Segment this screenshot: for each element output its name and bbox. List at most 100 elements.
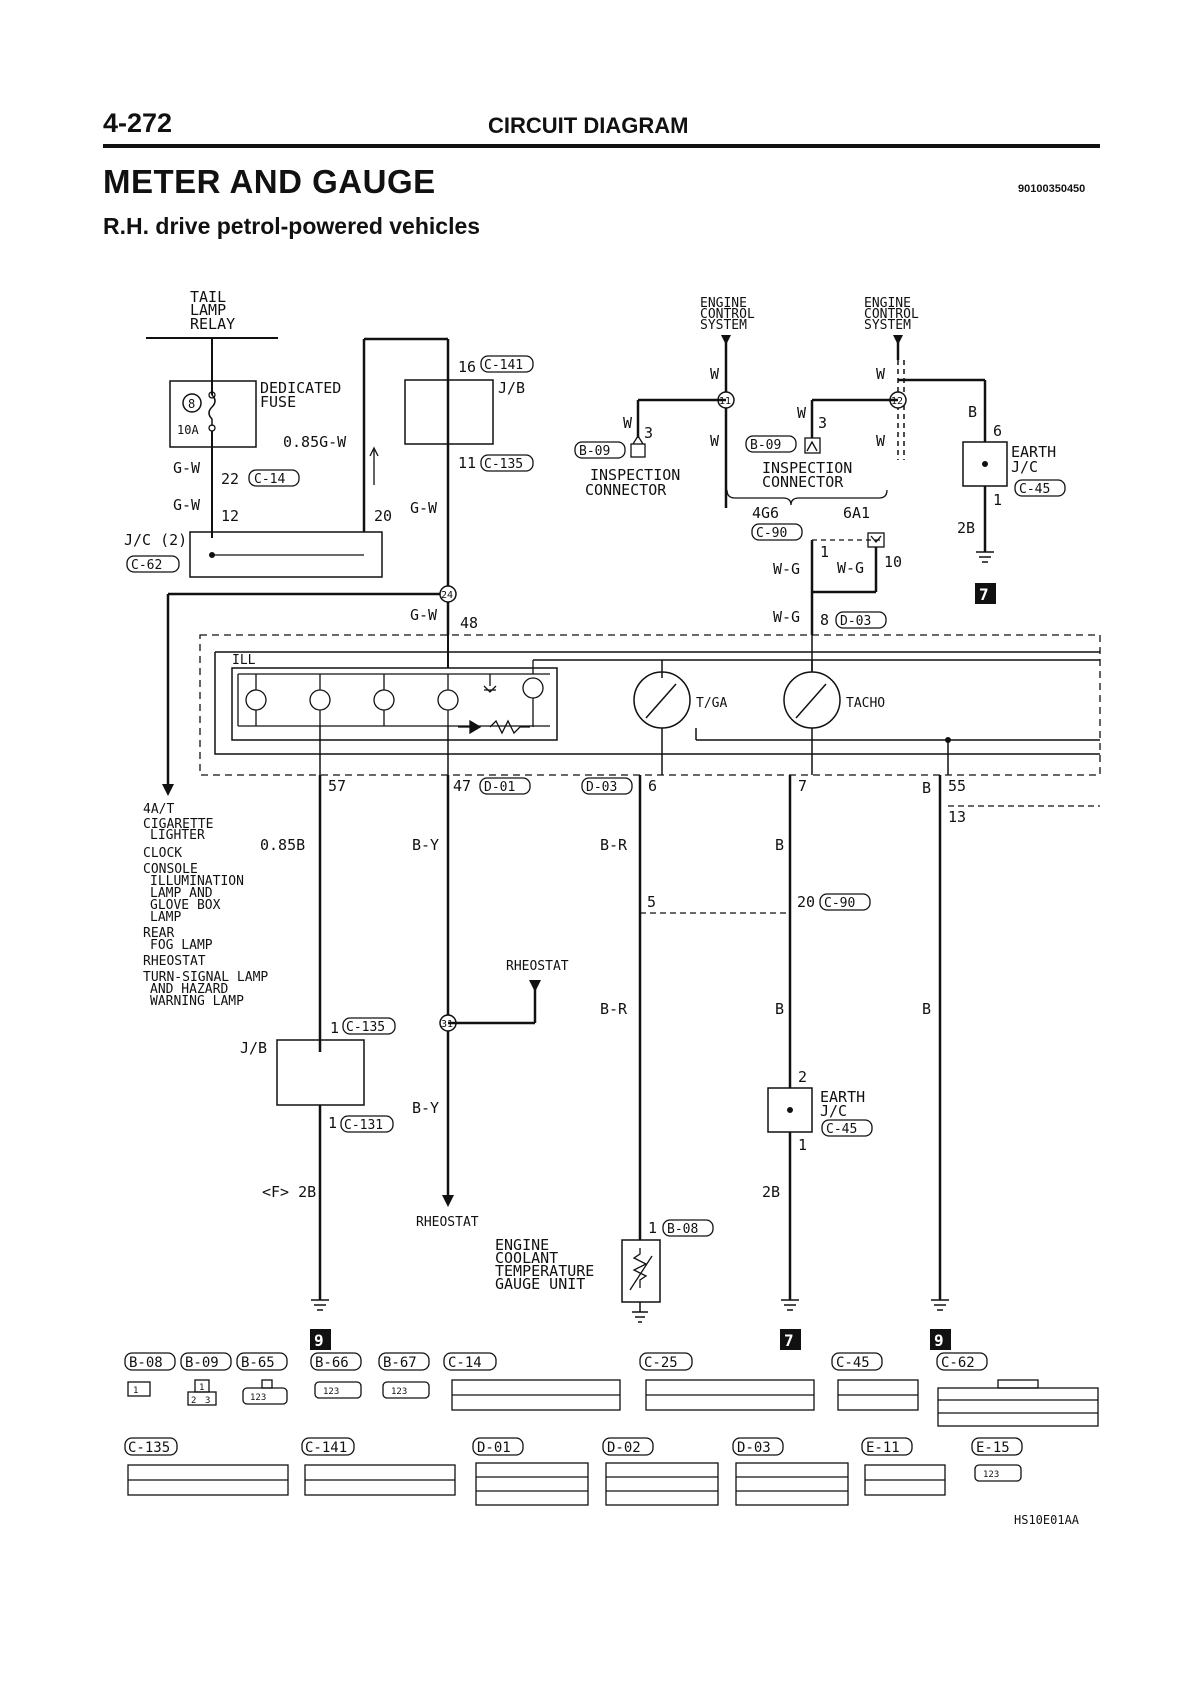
diagram-label: TEMPERATURE: [495, 1262, 594, 1280]
diagram-label: B-09: [185, 1355, 219, 1371]
label-jc2: J/C (2): [124, 531, 187, 549]
diagram-label: CIGARETTE: [143, 817, 213, 832]
label-jb-upper: J/B: [498, 379, 525, 397]
diagram-label: W-G: [773, 560, 800, 578]
diagram-label: CONTROL: [700, 307, 755, 322]
diagram-label: RHEOSTAT: [143, 954, 206, 969]
pin-20: 20: [374, 507, 392, 525]
diagram-label: INSPECTION: [762, 459, 852, 477]
label-dedicated-fuse-2: FUSE: [260, 393, 296, 411]
label-tail-lamp-relay-1: TAIL: [190, 288, 226, 306]
diagram-label: 2: [798, 1068, 807, 1086]
variant-6a1: 6A1: [843, 504, 870, 522]
diagram-label: E-11: [866, 1440, 900, 1456]
page-number: 4-272: [103, 108, 173, 138]
diagram-label: EARTH: [820, 1088, 865, 1106]
diagram-label: B-66: [315, 1355, 349, 1371]
diagram-label: ENGINE: [495, 1236, 549, 1254]
ground-symbol-upper: [976, 551, 994, 563]
diagram-label: D-03: [737, 1440, 771, 1456]
diagram-label: 20: [797, 893, 815, 911]
diagram-label: <F> 2B: [262, 1183, 316, 1201]
diagram-label: C-135: [128, 1440, 170, 1456]
connector-c90-lower: C-90: [824, 896, 855, 911]
diagram-label: ENGINE: [700, 296, 747, 311]
diagram-label: 1: [820, 543, 829, 561]
diagram-label: 123: [983, 1470, 999, 1480]
pin-48: 48: [460, 614, 478, 632]
diagram-label: GLOVE BOX: [150, 898, 221, 913]
diagram-label: WARNING LAMP: [150, 994, 244, 1009]
diagram-label: 31: [441, 1019, 453, 1030]
diagram-label: 12: [891, 396, 903, 407]
diagram-label: LAMP AND: [150, 886, 213, 901]
diagram-label: W: [876, 365, 886, 383]
diagram-label: ILLUMINATION: [150, 874, 244, 889]
connector-d03-upper: D-03: [840, 614, 871, 629]
diagram-label: CLOCK: [143, 846, 182, 861]
connector-legend-row1: B-08 B-09 B-65 B-66 B-67 C-14 C-25 C-45 …: [124, 1352, 988, 1371]
jc2-box: [189, 531, 383, 578]
diagram-label: ENGINE: [864, 296, 911, 311]
destinations-arrow: [162, 784, 174, 796]
diagram-label: C-14: [448, 1355, 482, 1371]
diagram-label: 5: [647, 893, 656, 911]
diagram-label: REAR: [143, 926, 174, 941]
diagram-label: FOG LAMP: [150, 938, 213, 953]
fuse-number: 8: [188, 397, 195, 411]
diagram-label: 57: [328, 777, 346, 795]
diagram-label: 1: [330, 1019, 339, 1037]
subtitle: R.H. drive petrol-powered vehicles: [103, 213, 481, 239]
diagram-label: B-R: [600, 836, 628, 854]
diagram-label: CONNECTOR: [585, 481, 667, 499]
fuse-element: [208, 394, 216, 426]
connector-c141: C-141: [484, 358, 523, 373]
diagram-label: LAMP: [150, 910, 181, 925]
diagram-label: B-R: [600, 1000, 628, 1018]
diagram-label: 1: [798, 1136, 807, 1154]
diagram-label: W-G: [773, 608, 800, 626]
label-tail-lamp-relay-3: RELAY: [190, 315, 235, 333]
wire-gw-fuse-1: G-W: [173, 459, 201, 477]
diagram-label: B: [775, 1000, 784, 1018]
pin-12: 12: [221, 507, 239, 525]
document-code: 90100350450: [1018, 183, 1086, 195]
diagram-label: W: [623, 414, 633, 432]
wire-08gw: 0.85G-W: [283, 433, 347, 451]
connector-b09-2: B-09: [750, 438, 781, 453]
label-tacho: TACHO: [846, 696, 885, 711]
connector-b08: B-08: [667, 1222, 698, 1237]
diagram-label: C-141: [305, 1440, 347, 1456]
diagram-label: 123: [323, 1387, 339, 1397]
diagram-label: 11: [719, 396, 731, 407]
section-title: CIRCUIT DIAGRAM: [488, 113, 689, 138]
fuse-rating: 10A: [177, 423, 199, 437]
diagram-label: 1: [133, 1386, 138, 1396]
label-tga: T/GA: [696, 696, 727, 711]
wire-085b: 0.85B: [260, 836, 305, 854]
ground-mark-upper: 7: [979, 585, 989, 604]
connector-c14: C-14: [254, 472, 285, 487]
connector-c62: C-62: [131, 558, 162, 573]
diagram-label: B-Y: [412, 1099, 439, 1117]
ground-mark-right: 9: [934, 1331, 944, 1350]
diagram-label: 4A/T: [143, 802, 174, 817]
diagram-label: B: [968, 403, 977, 421]
diagram-label: 55: [948, 777, 966, 795]
connector-c131: C-131: [344, 1118, 383, 1133]
fuse-number-circle: [182, 393, 202, 413]
diagram-label: W-G: [837, 559, 864, 577]
diagram-label: W: [710, 365, 720, 383]
diagram-label: 2: [191, 1396, 196, 1406]
label-rheostat-lower: RHEOSTAT: [416, 1215, 479, 1230]
header-rule: [103, 144, 1100, 148]
diagram-label: EARTH: [1011, 443, 1056, 461]
diagram-label: 2B: [762, 1183, 780, 1201]
connector-d03-lower: D-03: [586, 780, 617, 795]
diagram-label: 123: [250, 1393, 266, 1403]
diagram-label: W: [710, 432, 720, 450]
main-title: METER AND GAUGE: [103, 163, 436, 200]
diagram-label: CONTROL: [864, 307, 919, 322]
diagram-label: C-45: [836, 1355, 870, 1371]
diagram-label: 47: [453, 777, 471, 795]
